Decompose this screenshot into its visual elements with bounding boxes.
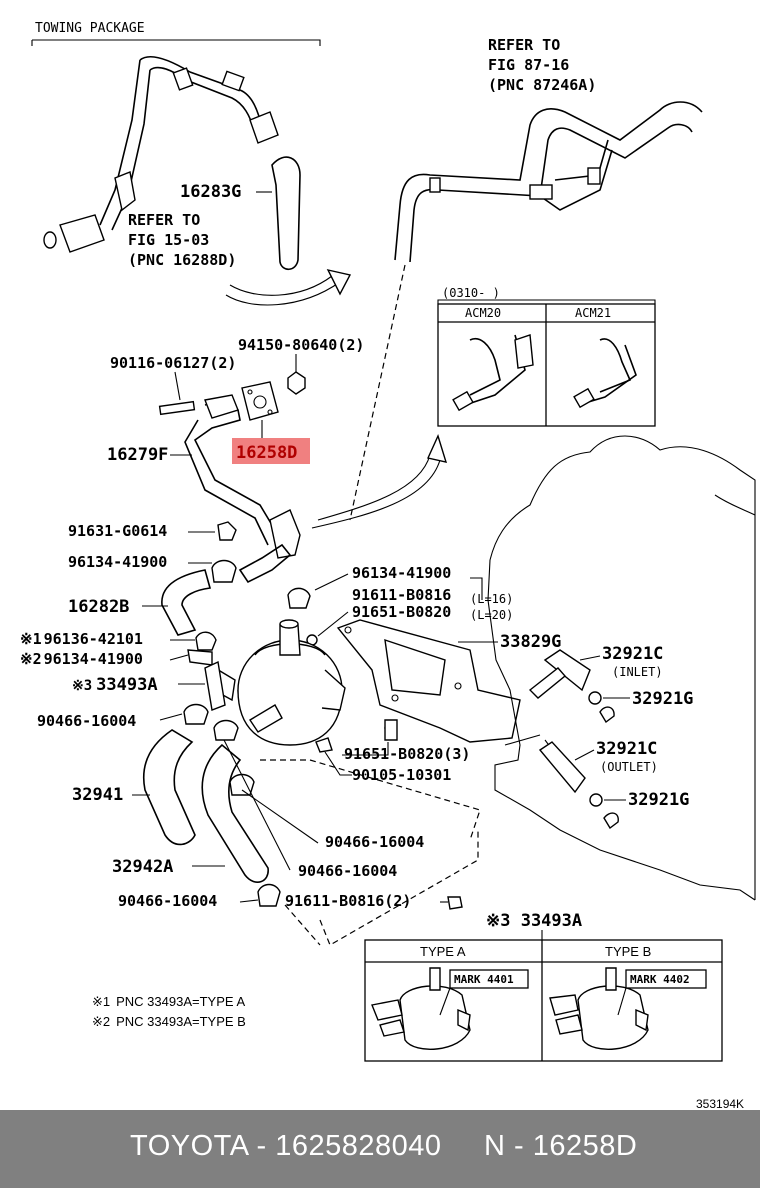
label-33493A-types: ※3 33493A [486,911,582,931]
label-32942A: 32942A [112,857,173,877]
hose-16282B [161,569,212,636]
label-16283G: 16283G [180,182,241,202]
refer-fig-15-03-line1: REFER TO [128,211,200,229]
refer-fig-87-16-line3: (PNC 87246A) [488,76,596,94]
clamp-96136 [195,631,217,651]
label-16282B: 16282B [68,597,129,617]
mark-4401: MARK 4401 [454,973,514,986]
note-L16: (L=16) [470,592,513,606]
flange-16279F [204,394,239,419]
bolt-91651-b [384,719,398,741]
refer-fig-15-03-line3: (PNC 16288D) [128,251,236,269]
footer-pnc: N - 16258D [484,1130,638,1162]
heater-hose-drawing [394,101,703,263]
inset-col-acm21: ACM21 [575,306,611,320]
footer-bar: TOYOTA - 1625828040 N - 16258D [0,1110,760,1188]
oring-32921G-b [589,793,603,807]
inset-period: (0310- ) [442,286,500,300]
hose-32941 [143,729,196,846]
inset-acm-table: (0310- ) ACM20 ACM21 [437,286,656,427]
flow-arrow-1 [225,281,341,306]
nut-90105 [315,737,333,753]
clamp-90466-d [257,883,281,907]
bolt-91611-b [447,896,463,910]
union-32921C-inlet [543,649,591,692]
clamp-96134-b [287,587,311,609]
parts-diagram: TOWING PACKAGE REFER TO FIG 15-03 (PNC 1… [20,21,756,1111]
label-32921G-a: 32921G [632,689,693,709]
leader-dashed-1 [349,264,406,521]
clamp-90466-a [183,703,209,725]
mark-4402: MARK 4402 [630,973,690,986]
label-96134-41900-a: 96134-41900 [68,553,167,571]
label-94150-80640: 94150-80640(2) [238,336,364,354]
label-16279F: 16279F [107,445,168,465]
refer-fig-87-16-line2: FIG 87-16 [488,56,569,74]
label-32941: 32941 [72,785,123,805]
clamp-96134-c [187,649,213,666]
label-90105-10301: 90105-10301 [352,766,451,784]
label-91651-B0820-3: 91651-B0820(3) [344,745,470,763]
hose-32942A [201,743,269,883]
stud-90116 [158,400,196,416]
bolt-91631 [217,521,237,541]
note-outlet: (OUTLET) [600,760,658,774]
refer-fig-15-03-line2: FIG 15-03 [128,231,209,249]
towing-package-label: TOWING PACKAGE [35,21,145,36]
transmission-outline [489,435,756,561]
label-90116-06127: 90116-06127(2) [110,354,236,372]
clamp-90466-a2 [213,719,239,741]
label-32921C-outlet: 32921C [596,739,657,759]
union-32921C-outlet [538,741,586,794]
bracket-16279F [269,509,301,559]
label-91611-B0816-a: 91611-B0816 [352,586,451,604]
note-L20: (L=20) [470,608,513,622]
note-inlet: (INLET) [612,665,663,679]
label-90466-16004-b: 90466-16004 [325,833,424,851]
figure-code: 353194K [696,1097,744,1110]
nut-94150 [287,371,306,395]
label-90466-16004-a: 90466-16004 [37,712,136,730]
label-90466-16004-c: 90466-16004 [298,862,397,880]
gasket-16258D [241,381,279,421]
label-91651-B0820-a: 91651-B0820 [352,603,451,621]
hose-16283G [271,156,301,271]
type-table: TYPE A TYPE B MARK 4401 MARK 4402 [364,939,723,1062]
flow-arrow-2 [317,454,431,521]
label-32921G-b: 32921G [628,790,689,810]
oring-32921G-a [588,691,602,705]
oil-cooler-33493A [209,619,346,746]
label-32921C-inlet: 32921C [602,644,663,664]
label-90466-16004-d: 90466-16004 [118,892,217,910]
label-33829G: 33829G [500,632,561,652]
footer-brand-partnumber: TOYOTA - 1625828040 [130,1130,442,1162]
towing-package-bracket [31,39,321,46]
label-91611-B0816-2: 91611-B0816(2) [285,892,411,910]
type-a-header: TYPE A [420,944,466,959]
refer-fig-87-16-line1: REFER TO [488,36,560,54]
label-16258D: 16258D [236,443,297,463]
clamp-96134-a [211,559,237,583]
towing-hose-drawing [43,56,279,253]
inset-col-acm20: ACM20 [465,306,501,320]
fitting-33493A [204,660,226,711]
highlight-16258D [232,438,310,464]
label-96134-41900-b: 96134-41900 [352,564,451,582]
type-b-header: TYPE B [605,944,651,959]
label-91631-G0614: 91631-G0614 [68,522,167,540]
